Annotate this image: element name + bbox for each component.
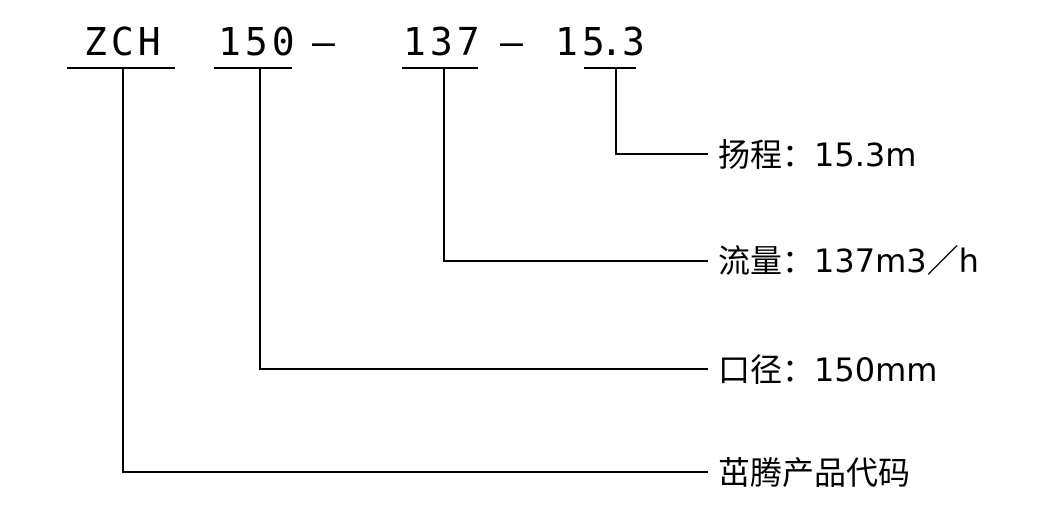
code-head-dot: .: [600, 20, 627, 64]
leader-head: [615, 68, 708, 155]
code-flow: 137: [403, 20, 484, 64]
code-head-decimal: 3: [622, 20, 649, 64]
code-separator-1: —: [312, 20, 339, 64]
code-separator-2: —: [500, 20, 527, 64]
leader-product: [122, 68, 708, 473]
label-head: 扬程：15.3m: [718, 136, 916, 174]
label-flow: 流量：137m3／h: [718, 242, 979, 280]
code-diameter: 150: [218, 20, 299, 64]
label-diameter: 口径：150mm: [718, 351, 937, 389]
code-prefix: ZCH: [84, 20, 165, 64]
code-head-whole: 15: [555, 20, 609, 64]
label-product: 茁腾产品代码: [718, 454, 910, 492]
leader-diameter: [259, 68, 708, 370]
leader-flow: [443, 68, 708, 262]
